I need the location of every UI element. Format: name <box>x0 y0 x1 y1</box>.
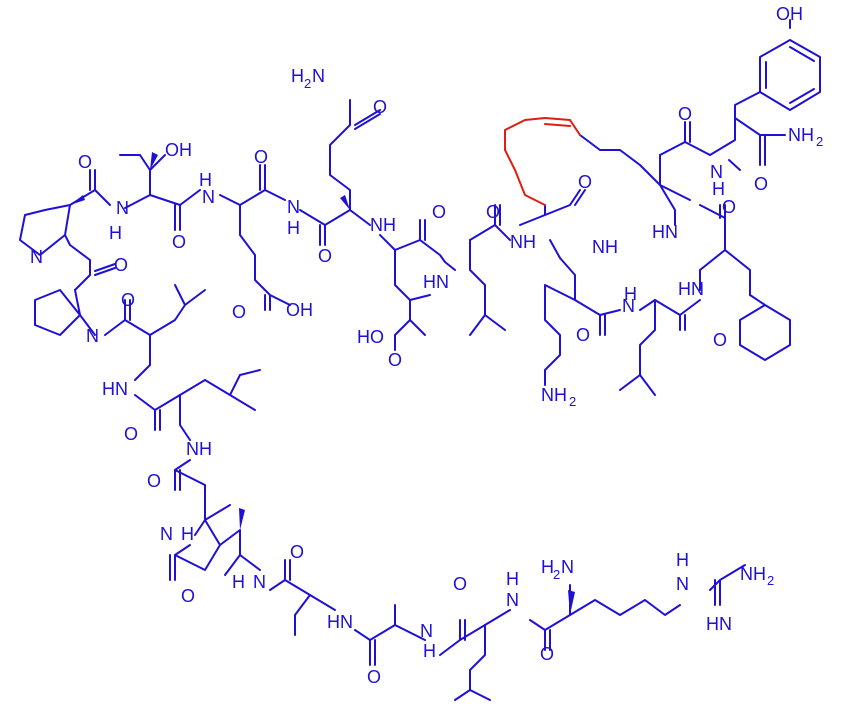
label-o-lys: O <box>576 325 590 345</box>
label-o-aib1: O <box>578 172 592 192</box>
label-n-guan: N <box>676 574 689 594</box>
label-o-asp-side: O <box>388 350 402 370</box>
label-hn-guan: HN <box>706 614 732 634</box>
atom-labels: OH NH 2 O N H O H 2 N O OH O N H O H N O… <box>30 4 823 687</box>
label-nh2-lys-sub: 2 <box>569 394 576 409</box>
wedge-thr <box>150 152 158 170</box>
label-nh-lys: NH <box>592 237 618 257</box>
label-n-leu4: N <box>622 296 635 316</box>
label-nh2-guan: NH <box>740 564 766 584</box>
wedge-arg <box>568 590 575 615</box>
molecule-bonds <box>19 19 821 701</box>
label-o-leu3: O <box>147 471 161 491</box>
label-oh-glu-acid: OH <box>286 300 313 320</box>
stereo-wedges <box>70 152 575 615</box>
label-n-ala1: N <box>160 524 173 544</box>
label-hn-ala3: HN <box>327 612 353 632</box>
label-h2n-arg-n: N <box>561 557 574 577</box>
wedge-ala2 <box>239 508 245 530</box>
label-h-leu5: H <box>506 569 519 589</box>
label-h-tyr: H <box>712 179 725 199</box>
label-h-glu: H <box>199 170 212 190</box>
label-o-leu1: O <box>486 202 500 222</box>
label-o-ala2: O <box>290 542 304 562</box>
label-o-glu-acid: O <box>232 302 246 322</box>
label-h2n-arg-sub: 2 <box>553 567 560 582</box>
label-hn-leu2: HN <box>102 379 128 399</box>
label-nh2-cterm-sub: 2 <box>816 134 823 149</box>
label-o-pro2b: O <box>121 290 135 310</box>
label-n-thr: N <box>116 198 129 218</box>
label-oh-thr: OH <box>165 140 192 160</box>
label-h-ala1: H <box>181 524 194 544</box>
label-h-guan: H <box>676 550 689 570</box>
wedge-pro1 <box>70 195 85 205</box>
label-n-pro2: N <box>86 326 99 346</box>
label-hn-leu1: HN <box>423 272 449 292</box>
label-nh2-cterm: NH <box>788 125 814 145</box>
label-hn-cha: HN <box>652 222 678 242</box>
label-o-pro1: O <box>78 152 92 172</box>
label-nh-leu3: NH <box>186 439 212 459</box>
label-ho-asp: HO <box>357 327 384 347</box>
label-o-aib2: O <box>713 330 727 350</box>
label-oh-tyr: OH <box>776 4 803 24</box>
label-h-ala2: H <box>232 572 245 592</box>
label-nh-asp: NH <box>370 215 396 235</box>
label-o-leu2: O <box>124 424 138 444</box>
label-n-leu5: N <box>506 590 519 610</box>
label-o-glu: O <box>254 147 268 167</box>
label-o-ala3: O <box>367 667 381 687</box>
label-o-leu5: O <box>540 644 554 664</box>
label-h2n-gln-h: H <box>291 66 304 86</box>
label-nh-aib1: NH <box>510 232 536 252</box>
label-o-ala4: O <box>453 574 467 594</box>
label-n-glu: N <box>202 187 215 207</box>
label-h-leu4: H <box>624 284 637 304</box>
label-h-ala4: H <box>423 641 436 661</box>
label-o-cha: O <box>722 197 736 217</box>
label-h-gln: H <box>287 218 300 238</box>
label-n-tyr: N <box>710 162 723 182</box>
label-o-cterm: O <box>754 174 768 194</box>
label-n-ala2: N <box>253 572 266 592</box>
label-o-thr: O <box>172 232 186 252</box>
label-h2n-gln-n: N <box>312 66 325 86</box>
label-o-tyr-co: O <box>678 104 692 124</box>
label-h2n-gln-sub: 2 <box>304 76 311 91</box>
hydrocarbon-staple <box>504 117 581 206</box>
label-hn-aib2: HN <box>678 279 704 299</box>
label-o-pro2: O <box>114 255 128 275</box>
label-n-gln: N <box>287 197 300 217</box>
label-n-ala4: N <box>420 621 433 641</box>
label-nh2-guan-sub: 2 <box>767 573 774 588</box>
label-n-pro1: N <box>30 247 43 267</box>
label-o-gln: O <box>318 246 332 266</box>
label-nh2-lys: NH <box>541 385 567 405</box>
label-o-asp: O <box>432 202 446 222</box>
label-h2n-arg-h: H <box>541 557 554 577</box>
label-o-gln-side: O <box>373 97 387 117</box>
wedge-gln <box>340 195 350 210</box>
label-o-ala1: O <box>181 586 195 606</box>
label-h-thr: H <box>109 223 122 243</box>
